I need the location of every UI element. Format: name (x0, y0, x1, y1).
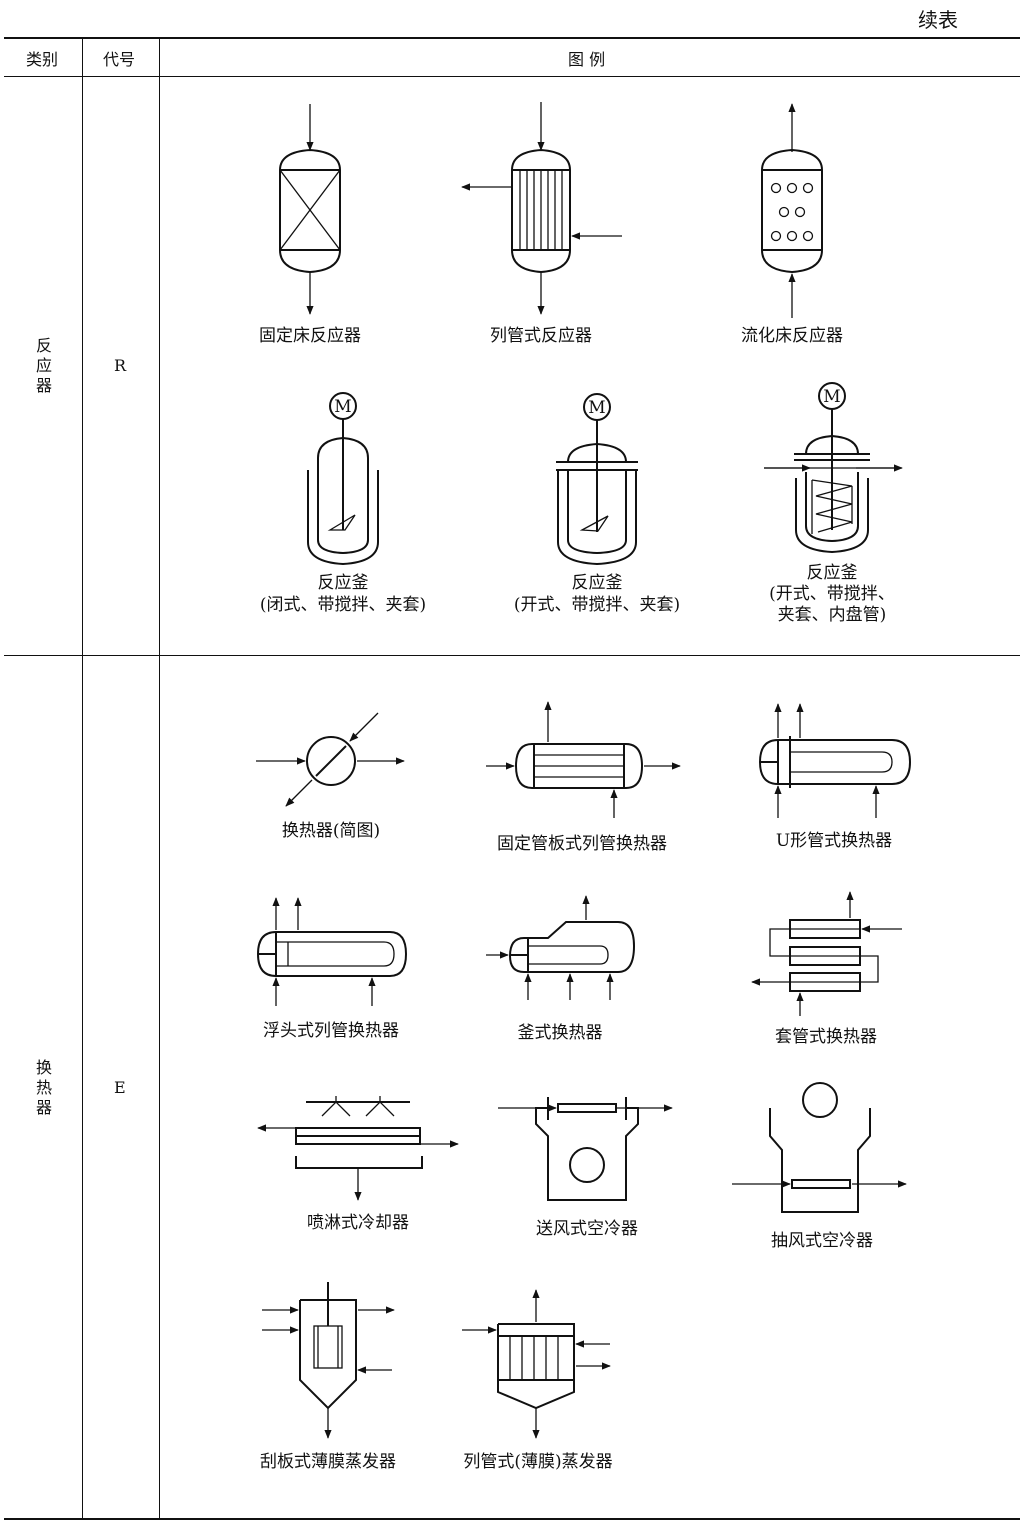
header-code: 代号 (103, 50, 136, 69)
motor-label: M (588, 398, 605, 418)
fixed-tube-sheet-exchanger-symbol (486, 701, 681, 818)
caption-spray-cooler: 喷淋式冷却器 (307, 1213, 409, 1233)
captions: 固定床反应器 列管式反应器 流化床反应器 反应釜 (闭式、带搅拌、夹套) 反应釜… (259, 326, 895, 1472)
continued-label: 续表 (918, 8, 958, 32)
fixed-bed-reactor-symbol (279, 104, 341, 315)
header-rule (4, 76, 1020, 77)
caption-kettle-coil-line2: (开式、带搅拌、 (769, 584, 895, 604)
header-category: 类别 (26, 50, 59, 69)
category-char: 热 (35, 1078, 52, 1097)
caption-heat-exchanger-simple: 换热器(简图) (282, 821, 380, 841)
spray-cooler-symbol (257, 1096, 459, 1201)
double-pipe-exchanger-symbol (751, 891, 902, 1016)
motor-label: M (334, 397, 351, 417)
heat-exchanger-simple-symbol (256, 712, 405, 807)
forced-draft-air-cooler-symbol (498, 1097, 673, 1201)
shell-tube-reactor-symbol (461, 102, 622, 315)
caption-kettle-coil-line3: 夹套、内盘管) (778, 605, 887, 625)
category-char: 反 (35, 336, 52, 355)
wiped-film-evaporator-symbol (262, 1282, 395, 1439)
caption-fixed-tube-sheet: 固定管板式列管换热器 (497, 834, 667, 854)
caption-kettle-open-line2: (开式、带搅拌、夹套) (514, 595, 680, 615)
category-char: 器 (35, 376, 52, 395)
caption-floating-head: 浮头式列管换热器 (263, 1021, 399, 1041)
caption-kettle-coil-line1: 反应釜 (807, 563, 858, 583)
category-heat-exchanger: 换热器 (34, 1058, 54, 1118)
fluidized-bed-reactor-symbol (761, 103, 823, 318)
caption-fixed-bed-reactor: 固定床反应器 (259, 326, 361, 346)
code-reactor: R (114, 356, 127, 375)
caption-kettle-closed-line2: (闭式、带搅拌、夹套) (260, 595, 426, 615)
category-reactor: 反应器 (34, 336, 54, 396)
motor-label: M (823, 387, 840, 407)
table-top-rule (4, 37, 1020, 39)
category-char: 器 (35, 1098, 52, 1117)
floating-head-exchanger-symbol (256, 897, 408, 1006)
induced-draft-air-cooler-symbol (732, 1082, 907, 1213)
u-tube-exchanger-symbol (758, 703, 912, 818)
caption-induced-draft-cooler: 抽风式空冷器 (771, 1231, 873, 1251)
table-bottom-rule (4, 1518, 1020, 1520)
closed-stirred-kettle-symbol: M (307, 392, 379, 566)
section-divider (4, 655, 1020, 656)
open-stirred-kettle-symbol: M (556, 393, 638, 566)
caption-shell-tube-reactor: 列管式反应器 (490, 326, 592, 346)
caption-forced-draft-cooler: 送风式空冷器 (536, 1219, 638, 1239)
caption-double-pipe: 套管式换热器 (775, 1027, 877, 1047)
category-char: 换 (35, 1058, 52, 1077)
column-divider-1 (82, 38, 83, 1518)
caption-kettle-closed-line1: 反应釜 (318, 573, 369, 593)
header-legend: 图 例 (568, 50, 606, 69)
category-char: 应 (35, 356, 52, 375)
caption-kettle-open-line1: 反应釜 (572, 573, 623, 593)
caption-falling-film-evaporator: 列管式(薄膜)蒸发器 (463, 1452, 612, 1472)
code-heat-exchanger: E (114, 1078, 126, 1097)
caption-u-tube: U形管式换热器 (776, 831, 892, 851)
caption-wiped-film-evaporator: 刮板式薄膜蒸发器 (260, 1452, 396, 1472)
caption-kettle-reboiler: 釜式换热器 (518, 1023, 603, 1043)
falling-film-evaporator-symbol (462, 1289, 611, 1439)
caption-fluidized-bed-reactor: 流化床反应器 (741, 326, 843, 346)
kettle-reboiler-symbol (486, 895, 636, 1000)
coil-kettle-symbol: M (764, 382, 903, 554)
column-divider-2 (159, 38, 160, 1518)
